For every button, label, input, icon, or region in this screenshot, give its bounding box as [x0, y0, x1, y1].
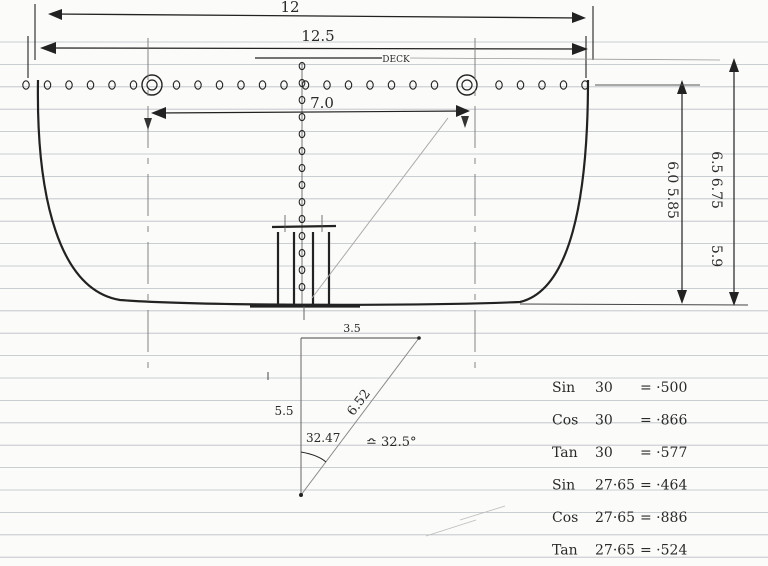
- trig-argument: 27·65: [595, 543, 635, 559]
- rivet-icon: [298, 214, 306, 224]
- trig-argument: 27·65: [595, 478, 635, 494]
- trig-row: Sin 30 = ·500: [552, 380, 687, 396]
- rivet-row: [22, 80, 589, 90]
- trig-value: = ·886: [640, 510, 687, 526]
- rivet-icon: [298, 146, 306, 156]
- trig-argument: 30: [595, 413, 613, 429]
- trig-row: Cos 30 = ·866: [552, 413, 687, 429]
- rivet-icon: [559, 80, 568, 90]
- rivet-icon: [298, 61, 306, 71]
- trig-argument: 27·65: [595, 510, 635, 526]
- rivet-icon: [298, 231, 306, 241]
- rivet-icon: [280, 80, 288, 90]
- rivet-icon: [298, 282, 306, 292]
- rivet-icon: [323, 80, 331, 90]
- trig-value: = ·577: [640, 445, 687, 461]
- height-outer-label: 6.5 6.75: [708, 151, 724, 209]
- trig-value: = ·524: [640, 543, 687, 559]
- rivet-icon: [298, 129, 306, 139]
- beam-width-dimension: 12.5: [27, 27, 588, 78]
- rivet-icon: [430, 80, 439, 90]
- triangle-angle-approx: ≏ 32.5°: [366, 435, 416, 450]
- bollard-left-icon: [141, 74, 163, 96]
- trig-value: = ·866: [640, 413, 687, 429]
- overall-width-label: 12: [280, 0, 299, 16]
- rivet-icon: [194, 80, 202, 90]
- rivet-icon: [298, 95, 306, 105]
- ruled-lines: [0, 41, 768, 558]
- triangle-base-label: 3.5: [343, 322, 361, 335]
- trig-row: Cos 27·65 = ·886: [552, 510, 687, 526]
- rivet-icon: [237, 80, 245, 90]
- height-inner-label: 6.0 5.85: [664, 161, 680, 219]
- overall-width-dimension: 12: [34, 0, 594, 60]
- trig-argument: 30: [595, 445, 613, 461]
- height-small-label: 5.9: [708, 245, 724, 267]
- inner-span-dimension: 7.0: [151, 94, 470, 119]
- bollard-right-icon: [456, 74, 478, 96]
- trig-function: Cos: [552, 413, 578, 429]
- rivet-icon: [538, 80, 546, 90]
- trig-function: Sin: [552, 380, 575, 396]
- rivet-icon: [172, 80, 181, 90]
- trig-row: Tan 30 = ·577: [552, 445, 687, 461]
- trig-argument: 30: [595, 380, 613, 396]
- deck-label: DECK: [382, 55, 410, 65]
- pencil-verticals: [144, 38, 476, 375]
- rivet-icon: [258, 80, 267, 90]
- rivet-icon: [516, 80, 525, 90]
- trig-function: Tan: [552, 543, 578, 559]
- rivet-icon: [301, 80, 310, 90]
- trig-function: Tan: [552, 445, 578, 461]
- trig-function: Sin: [552, 478, 575, 494]
- trig-value: = ·500: [640, 380, 687, 396]
- rivet-icon: [65, 80, 73, 90]
- rivet-icon: [409, 80, 417, 90]
- keel-frame: [250, 215, 360, 320]
- height-dimensions: 6.0 5.85 6.5 6.75 5.9: [519, 58, 749, 306]
- trig-row: Tan 27·65 = ·524: [552, 543, 687, 559]
- rivet-icon: [298, 180, 306, 190]
- strut-diagonal: [311, 117, 449, 299]
- rivet-icon: [298, 163, 306, 173]
- centre-column-dots: [298, 61, 306, 304]
- rivet-icon: [22, 80, 30, 90]
- rivet-icon: [387, 80, 396, 90]
- beam-width-label: 12.5: [301, 27, 334, 45]
- pencil-marks: [267, 372, 506, 537]
- triangle-side-label: 5.5: [274, 404, 293, 418]
- trig-function: Cos: [552, 510, 578, 526]
- rivet-icon: [344, 80, 353, 90]
- triangle-sketch: 3.5 5.5 6.52 32.47 ≏ 32.5°: [274, 322, 421, 497]
- rivet-icon: [298, 248, 306, 258]
- rivet-icon: [43, 80, 52, 90]
- rivet-icon: [495, 80, 503, 90]
- trig-row: Sin 27·65 = ·464: [552, 478, 687, 494]
- rivet-icon: [108, 80, 116, 90]
- inner-span-label: 7.0: [310, 94, 334, 112]
- rivet-icon: [366, 80, 374, 90]
- rivet-icon: [129, 80, 138, 90]
- rivet-icon: [298, 197, 306, 207]
- trig-value: = ·464: [640, 478, 687, 494]
- rivet-icon: [298, 78, 306, 88]
- rivet-icon: [215, 80, 224, 90]
- rivet-icon: [298, 265, 306, 275]
- rivet-icon: [86, 80, 95, 90]
- triangle-hypotenuse-label: 6.52: [345, 387, 374, 419]
- rivet-icon: [298, 112, 306, 122]
- triangle-angle-label: 32.47: [306, 431, 340, 445]
- deck-line: DECK: [255, 55, 721, 65]
